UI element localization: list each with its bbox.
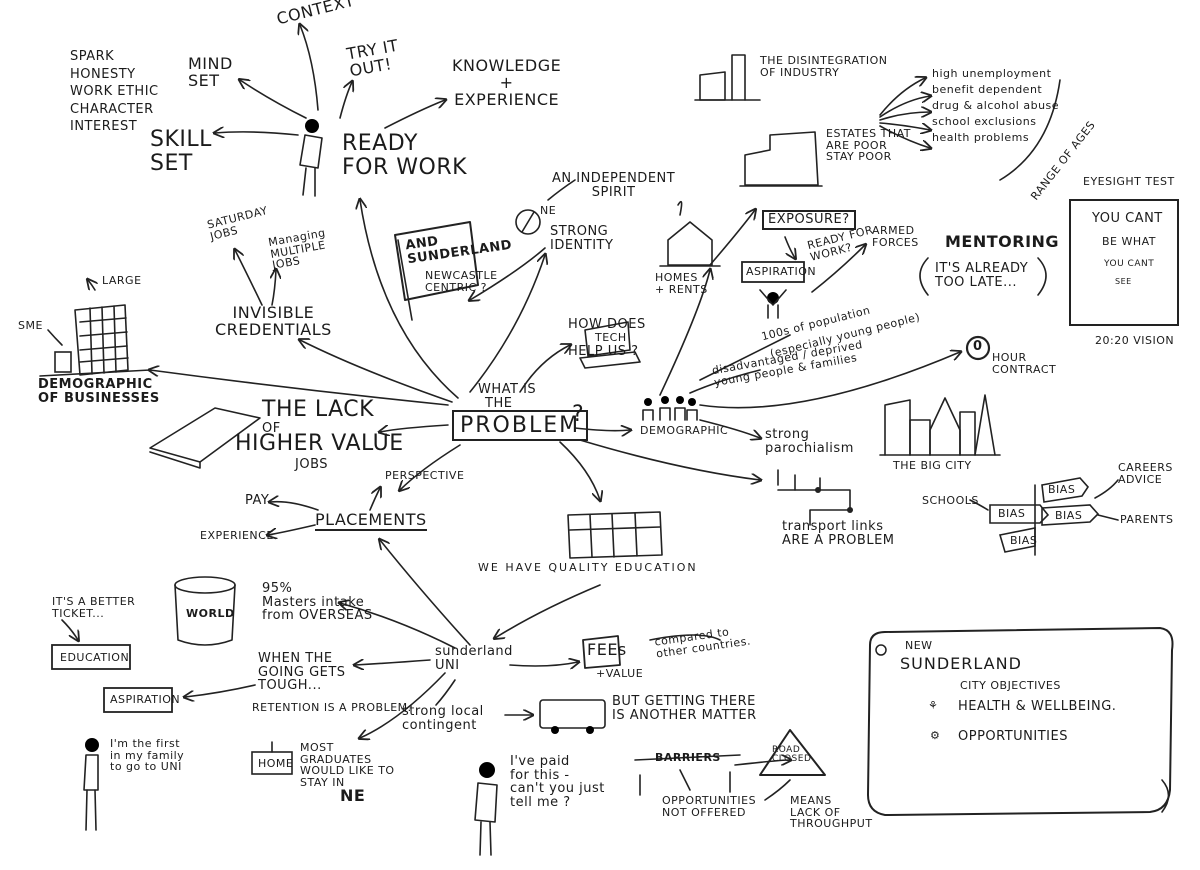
strong-identity: STRONG IDENTITY bbox=[550, 224, 614, 253]
getting-there: BUT GETTING THERE IS ANOTHER MATTER bbox=[612, 694, 757, 723]
eyesight-line2: BE WHAT bbox=[1102, 235, 1157, 248]
zero-hour-contract: HOUR CONTRACT bbox=[992, 351, 1057, 376]
mindset-label: MIND SET bbox=[188, 54, 233, 90]
large-label: LARGE bbox=[102, 274, 142, 287]
tech-question: HOW DOES HELP US ? bbox=[568, 317, 646, 360]
disintegration-of-industry: THE DISINTEGRATION OF INDUSTRY bbox=[760, 54, 888, 79]
ne-compass-label: NE bbox=[540, 204, 557, 217]
first-in-family: I'm the first in my family to go to UNI bbox=[110, 737, 185, 774]
aspiration-box: ASPIRATION bbox=[110, 693, 181, 706]
demographic-label: DEMOGRAPHIC bbox=[640, 424, 729, 437]
problem-question-mark: ? bbox=[572, 402, 585, 427]
tech-screen-label: TECH bbox=[595, 331, 627, 344]
masters-intake: 95% Masters intake from OVERSEAS bbox=[262, 581, 373, 624]
placements-title: PLACEMENTS bbox=[315, 510, 427, 531]
health-wellbeing-icon: ⚘ bbox=[928, 699, 939, 712]
careers-advice-label: CAREERS ADVICE bbox=[1118, 461, 1173, 486]
when-going-gets-tough: WHEN THE GOING GETS TOUGH... bbox=[258, 651, 346, 694]
parents-label: PARENTS bbox=[1120, 513, 1174, 526]
home-sign: HOME bbox=[258, 757, 294, 770]
eyesight-line4: SEE bbox=[1115, 277, 1132, 286]
barriers-sign: BARRIERS bbox=[655, 751, 721, 764]
perspective-label: PERSPECTIVE bbox=[385, 469, 465, 482]
eyesight-line3: YOU CANT bbox=[1104, 259, 1155, 269]
new-label: NEW bbox=[905, 639, 933, 652]
armed-forces: ARMED FORCES bbox=[872, 224, 919, 249]
schools-label: SCHOOLS bbox=[922, 494, 979, 507]
center-label-line2: THE bbox=[485, 396, 513, 411]
experience-label: EXPERIENCE bbox=[200, 529, 274, 542]
lack-line4: JOBS bbox=[295, 457, 329, 472]
city-opportunities: OPPORTUNITIES bbox=[958, 729, 1068, 744]
invisible-credentials: INVISIBLE CREDENTIALS bbox=[215, 303, 332, 339]
opportunities-not-offered: OPPORTUNITIES NOT OFFERED bbox=[662, 794, 757, 819]
estates-poor: ESTATES THAT ARE POOR STAY POOR bbox=[826, 127, 911, 164]
bias-sign-2: BIAS bbox=[1048, 483, 1076, 496]
big-city-label: THE BIG CITY bbox=[893, 459, 972, 472]
retention-problem: RETENTION IS A PROBLEM. bbox=[252, 701, 412, 714]
lack-line2: OF bbox=[262, 421, 281, 436]
strong-local-contingent: strong local contingent bbox=[402, 704, 484, 733]
lack-line3: HIGHER VALUE bbox=[235, 431, 404, 456]
lack-line1: THE LACK bbox=[262, 397, 375, 422]
knowledge-experience-label: KNOWLEDGE + EXPERIENCE bbox=[452, 56, 562, 109]
sme-label: SME bbox=[18, 319, 43, 332]
zero-label: 0 bbox=[973, 339, 983, 354]
quality-education: WE HAVE QUALITY EDUCATION bbox=[478, 561, 698, 574]
opportunities-gear-icon: ⚙ bbox=[930, 729, 941, 742]
center-label-line1: WHAT IS bbox=[478, 382, 537, 397]
pay-label: PAY bbox=[245, 493, 270, 508]
city-objectives: CITY OBJECTIVES bbox=[960, 679, 1061, 692]
problem-box: PROBLEM bbox=[452, 410, 589, 442]
homes-rents: HOMES + RENTS bbox=[655, 271, 708, 296]
sunderland-uni: sunderland UNI bbox=[435, 644, 513, 673]
independent-spirit: AN INDEPENDENT SPIRIT bbox=[552, 171, 676, 200]
transport-links: transport links ARE A PROBLEM bbox=[782, 519, 895, 548]
eyesight-title: EYESIGHT TEST bbox=[1083, 175, 1175, 188]
aspiration-placard: ASPIRATION bbox=[746, 265, 817, 278]
demographic-of-businesses: DEMOGRAPHIC OF BUSINESSES bbox=[38, 377, 160, 406]
education-box: EDUCATION bbox=[60, 651, 130, 664]
skillset-label: SKILL SET bbox=[150, 127, 212, 177]
paid-for-this: I've paid for this - can't you just tell… bbox=[510, 754, 605, 810]
ready-for-work: READY FOR WORK bbox=[342, 131, 468, 181]
mentoring-text: IT'S ALREADY TOO LATE... bbox=[935, 261, 1029, 290]
fees-value: +VALUE bbox=[596, 667, 644, 680]
eyesight-line1: YOU CANT bbox=[1092, 211, 1163, 226]
means-lack-of-throughput: MEANS LACK OF THROUGHPUT bbox=[790, 794, 873, 831]
newcastle-centric: NEWCASTLE CENTRIC ? bbox=[425, 269, 498, 294]
bias-sign-1: BIAS bbox=[998, 507, 1026, 520]
sunderland-city: SUNDERLAND bbox=[900, 654, 1022, 673]
bias-sign-4: BIAS bbox=[1010, 534, 1038, 547]
traits-list: SPARK HONESTY WORK ETHIC CHARACTER INTER… bbox=[70, 49, 159, 135]
strong-parochialism: strong parochialism bbox=[765, 427, 854, 456]
world-jar-label: WORLD bbox=[186, 607, 235, 620]
graduates-stay: MOST GRADUATES WOULD LIKE TO STAY IN bbox=[300, 741, 395, 789]
better-ticket: IT'S A BETTER TICKET... bbox=[52, 595, 136, 620]
estates-issues-list: high unemployment benefit dependent drug… bbox=[932, 67, 1060, 144]
mentoring-title: MENTORING bbox=[945, 232, 1060, 251]
exposure-label: EXPOSURE? bbox=[762, 210, 856, 230]
eyesight-footer: 20:20 VISION bbox=[1095, 334, 1175, 347]
road-closed-sign: ROAD CLOSED bbox=[772, 745, 812, 765]
bias-sign-3: BIAS bbox=[1055, 509, 1083, 522]
health-wellbeing: HEALTH & WELLBEING. bbox=[958, 699, 1117, 714]
fees-box: FEEs bbox=[587, 640, 627, 659]
graduates-ne: NE bbox=[340, 786, 366, 805]
